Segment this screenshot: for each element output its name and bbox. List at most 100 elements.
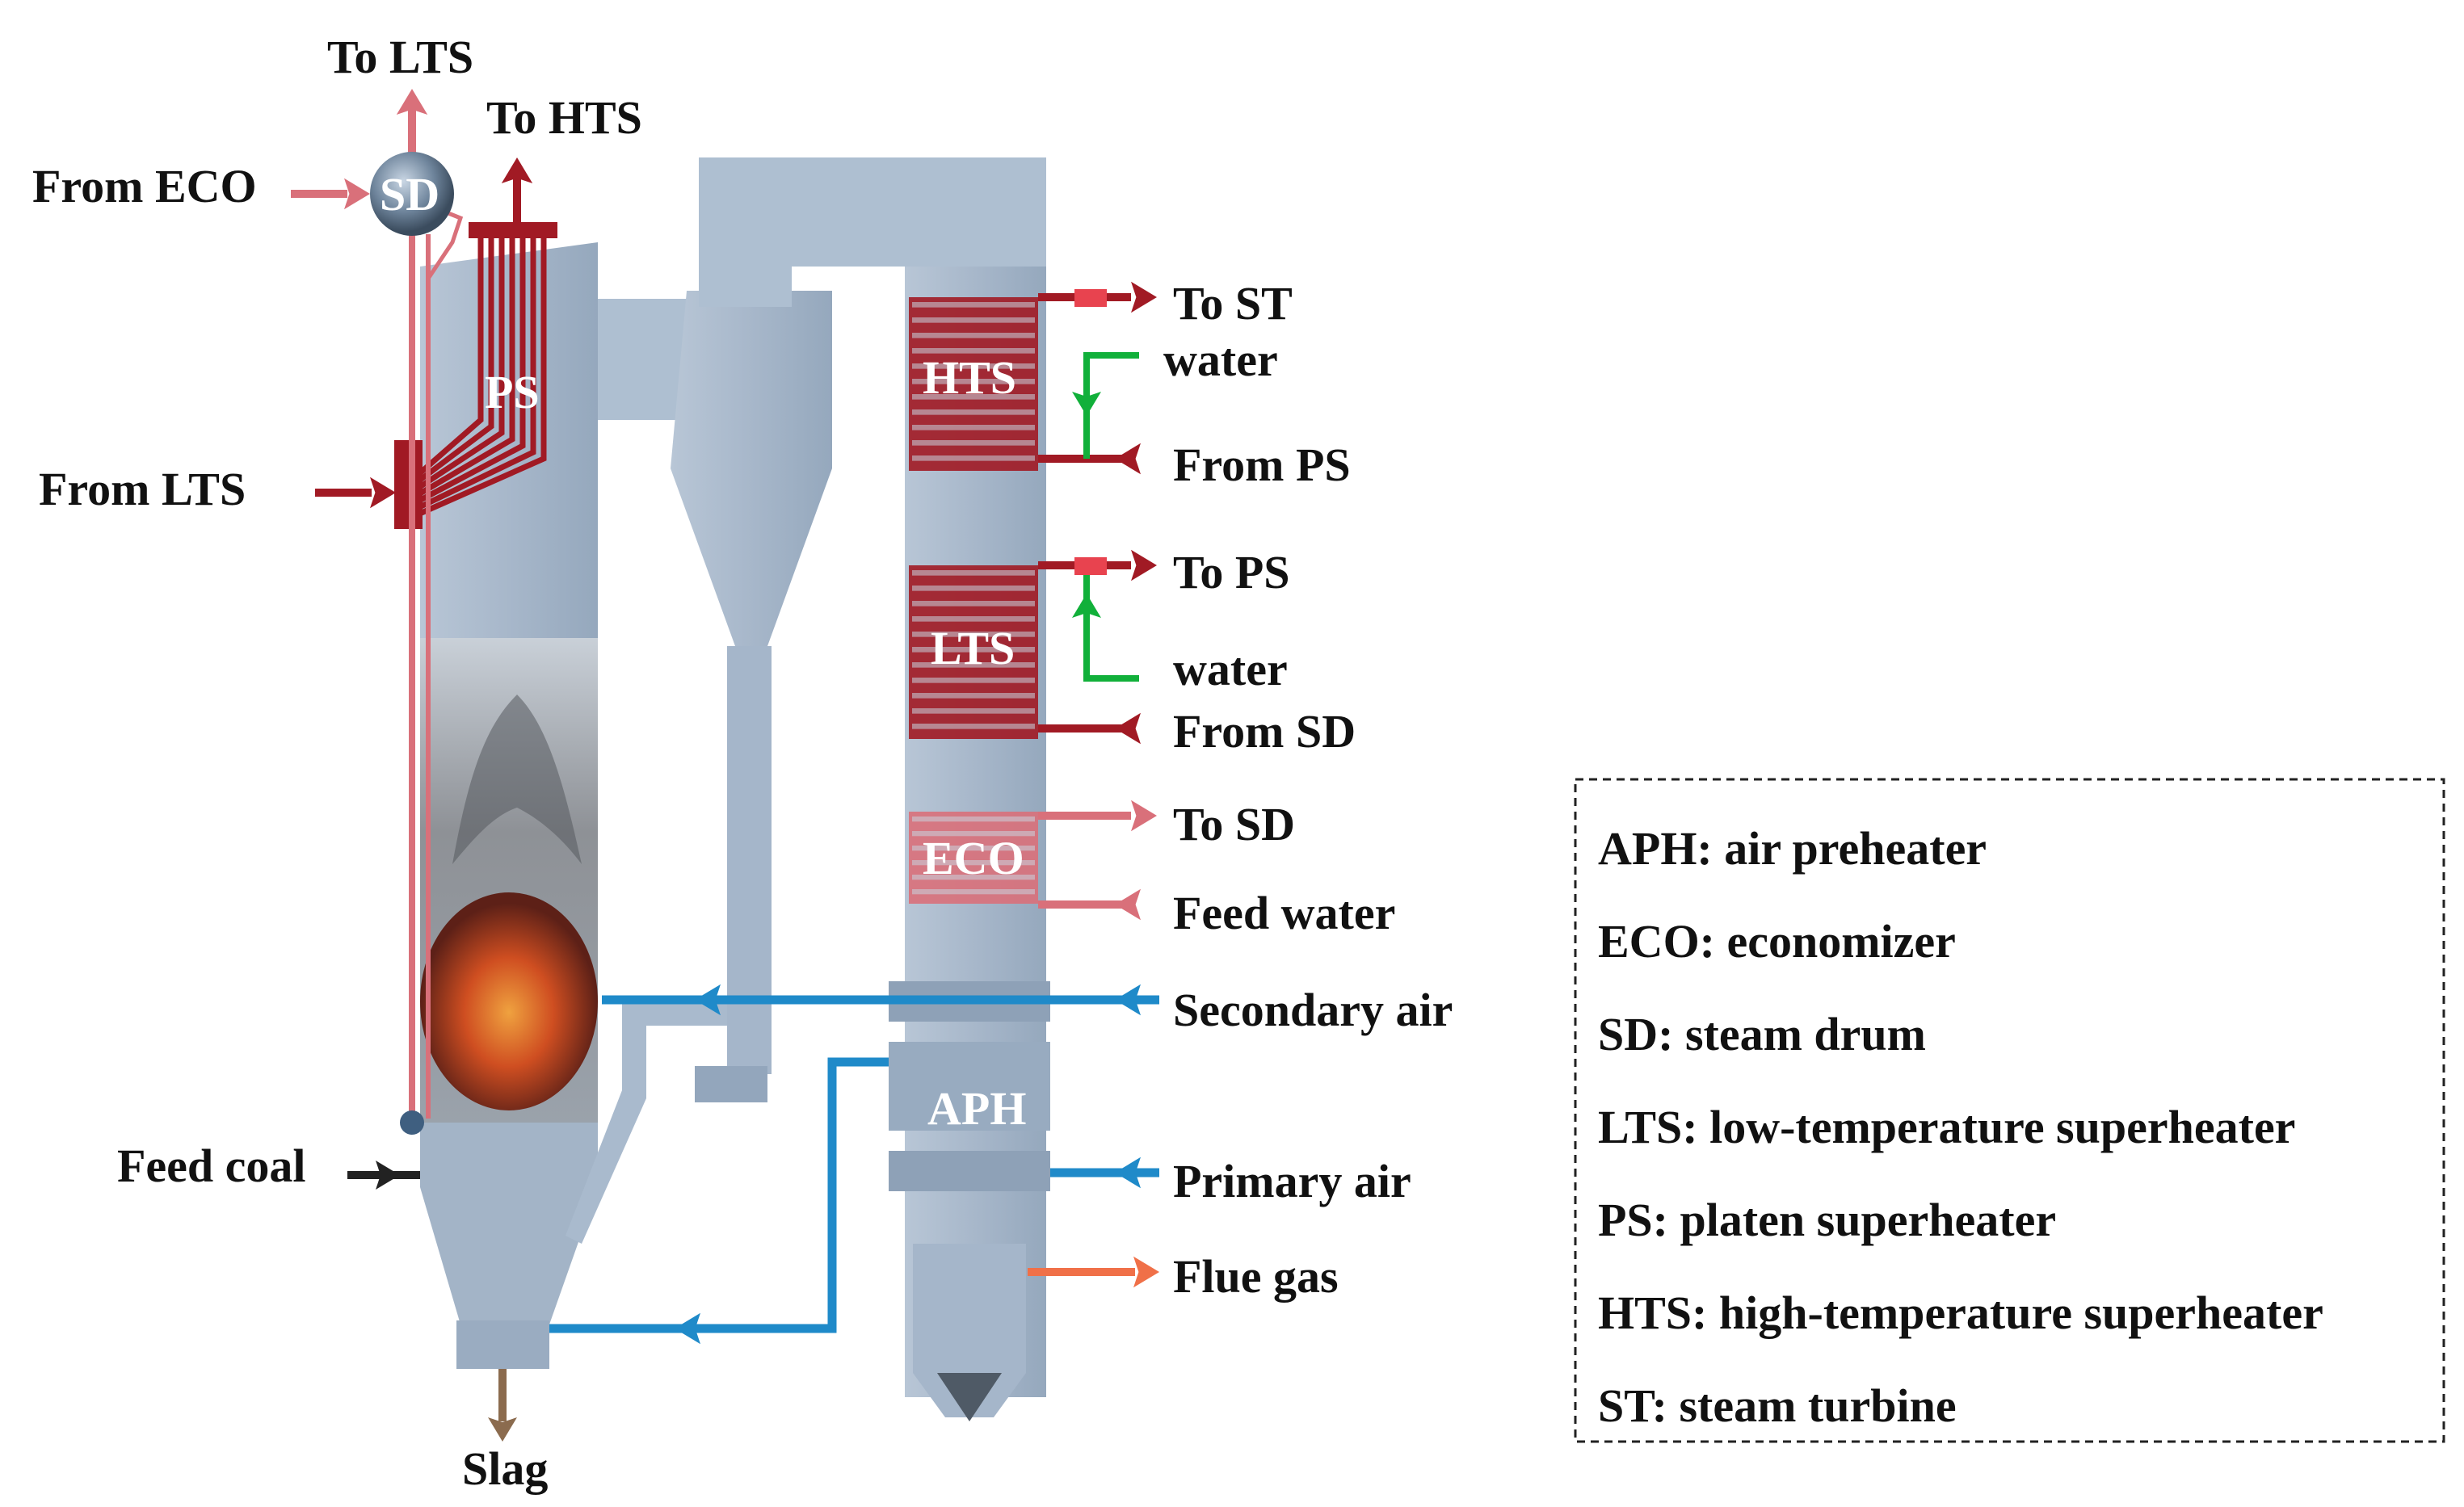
label-to-lts: To LTS	[327, 31, 473, 83]
label-flue-gas: Flue gas	[1173, 1250, 1339, 1303]
ps-platen-tube	[414, 234, 494, 485]
label-to-st: To ST	[1173, 277, 1293, 330]
ps-platen-tube	[414, 234, 484, 479]
label-feed-coal: Feed coal	[117, 1140, 306, 1192]
eco-coil	[909, 812, 1038, 904]
label-from-lts: From LTS	[39, 463, 246, 515]
label-water-mid: water	[1173, 643, 1288, 695]
to-hts-arrow-icon	[501, 157, 533, 183]
eco-coil-tube-gap	[912, 846, 1035, 851]
legend-item-hts: HTS: high-temperature superheater	[1598, 1287, 2323, 1339]
eco-coil-tube-gap	[912, 875, 1035, 880]
ps-platen-tube	[414, 234, 547, 518]
label-to-sd: To SD	[1173, 798, 1295, 850]
lts-coil-tube-gap	[912, 616, 1035, 622]
drum-riser-loop	[426, 208, 464, 1119]
to-sd-arrow-icon	[1131, 800, 1157, 832]
aph-block-3	[889, 1151, 1050, 1191]
water-spray-top-pipe	[1083, 352, 1139, 459]
lts-coil-tube-gap	[912, 662, 1035, 668]
label-slag: Slag	[462, 1442, 548, 1495]
water-spray-top-arrow-icon	[1072, 392, 1101, 416]
from-sd-arrow-icon	[1115, 712, 1141, 745]
aph-block-2	[889, 1042, 1050, 1131]
feed-water-arrow-icon	[1115, 888, 1141, 921]
feed-coal-arrow-icon	[376, 1161, 400, 1190]
steam-drum-icon	[370, 152, 454, 236]
label-aph: APH	[927, 1082, 1026, 1135]
lts-coil	[909, 565, 1038, 739]
label-hts: HTS	[923, 351, 1016, 404]
legend-item-lts: LTS: low-temperature superheater	[1598, 1101, 2295, 1153]
hts-coil-tube-gap	[912, 379, 1035, 384]
lts-coil-tube-gap	[912, 570, 1035, 576]
from-lts-arrow-icon	[370, 476, 396, 509]
label-primary-air: Primary air	[1173, 1155, 1411, 1207]
lts-coil-tube-gap	[912, 724, 1035, 729]
eco-coil-tube-gap	[912, 889, 1035, 895]
eco-coil-tube-gap	[912, 831, 1035, 837]
to-st-arrow-icon	[1131, 281, 1157, 313]
lts-coil-tube-gap	[912, 708, 1035, 714]
lts-coil-tube-gap	[912, 601, 1035, 607]
lts-coil-tube-gap	[912, 693, 1035, 699]
legend-item-eco: ECO: economizer	[1598, 915, 1956, 968]
water-spray-mid-pipe	[1083, 575, 1139, 682]
to-lts-arrow-icon	[396, 89, 428, 115]
primary-air-inlet-arrow-icon	[1115, 1156, 1141, 1189]
label-feed-water: Feed water	[1173, 887, 1395, 939]
to-ps-arrow-icon	[1131, 549, 1157, 581]
hts-coil-tube-gap	[912, 317, 1035, 323]
legend-border	[1574, 778, 2445, 1443]
hts-coil-tube-gap	[912, 348, 1035, 354]
label-sd: SD	[380, 168, 439, 220]
hts-coil-tube-gap	[912, 409, 1035, 415]
lts-coil-tube-gap	[912, 647, 1035, 653]
secondary-air-furnace-arrow-icon	[695, 984, 721, 1016]
secondary-air-inlet-arrow-icon	[1115, 984, 1141, 1016]
label-secondary-air: Secondary air	[1173, 984, 1453, 1036]
cyclone-loopseal	[695, 1066, 767, 1102]
legend-item-sd: SD: steam drum	[1598, 1008, 1926, 1060]
furnace-header-icon	[400, 1110, 424, 1135]
labels: To LTS To HTS From ECO SD PS From LTS Fe…	[32, 31, 1453, 1495]
ps-platen-tube	[414, 234, 536, 512]
lts-coil-tube-gap	[912, 678, 1035, 683]
label-to-ps: To PS	[1173, 546, 1290, 598]
hts-coil-tube-gap	[912, 363, 1035, 369]
lts-coil-tube-gap	[912, 632, 1035, 637]
top-gas-duct	[699, 157, 1046, 307]
from-ps-arrow-icon	[1115, 443, 1141, 475]
eco-coil-frame	[909, 812, 1038, 904]
legend-item-aph: APH: air preheater	[1598, 822, 1987, 875]
slag-arrow-icon	[488, 1417, 517, 1442]
from-eco-arrow-icon	[344, 178, 370, 210]
legend-item-st: ST: steam turbine	[1598, 1379, 1957, 1432]
ps-platen-tube	[414, 234, 515, 499]
to-ps-valve-icon	[1074, 557, 1107, 575]
flame-core-icon	[420, 892, 598, 1110]
hts-coil-tube-gap	[912, 425, 1035, 430]
label-lts: LTS	[931, 622, 1015, 674]
combustion-flame	[420, 695, 598, 1110]
hts-coil-tube-gap	[912, 394, 1035, 400]
ps-platen-tube	[414, 234, 505, 492]
cyclone-body	[671, 291, 832, 646]
label-water-top: water	[1163, 334, 1278, 386]
pipes	[291, 89, 1159, 1442]
legend-item-ps: PS: platen superheater	[1598, 1194, 2056, 1246]
eco-coil-tube-gap	[912, 860, 1035, 866]
lts-coil-tube-gap	[912, 586, 1035, 591]
flue-gas-arrow-icon	[1133, 1256, 1159, 1288]
ps-inlet-header	[394, 440, 423, 529]
hts-coil-tube-gap	[912, 333, 1035, 338]
hts-coil-tube-gap	[912, 302, 1035, 308]
label-from-eco: From ECO	[32, 160, 257, 212]
label-from-ps: From PS	[1173, 439, 1351, 491]
to-st-valve-icon	[1074, 289, 1107, 307]
label-to-hts: To HTS	[486, 91, 642, 144]
hts-coil-tube-gap	[912, 455, 1035, 461]
furnace-bottom-outlet	[456, 1320, 549, 1369]
hts-coil-tube-gap	[912, 440, 1035, 446]
